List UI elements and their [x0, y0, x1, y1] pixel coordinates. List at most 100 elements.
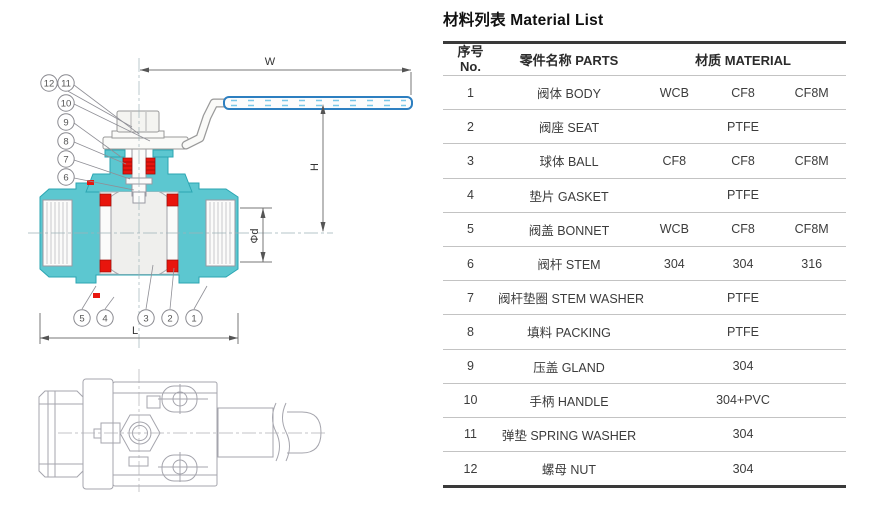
hex-nut	[116, 110, 160, 133]
table-row: 6 阀杆 STEM 304 304 316	[443, 245, 846, 280]
cell-no: 11	[464, 427, 477, 442]
cell-material: CF8M	[794, 85, 829, 100]
callout-8: 8	[57, 132, 75, 150]
cell-part: 螺母 NUT	[541, 463, 597, 478]
cell-material: CF8	[731, 85, 755, 100]
svg-text:2: 2	[167, 313, 172, 324]
callout-6: 6	[57, 168, 75, 186]
table-row: 2 阀座 SEAT PTFE	[443, 109, 846, 143]
cell-no: 12	[463, 461, 478, 476]
cell-material: CF8	[731, 153, 755, 168]
header-no-en: No.	[460, 58, 481, 74]
handle-rod	[181, 98, 231, 150]
table-row: 10 手柄 HANDLE 304+PVC	[443, 382, 846, 417]
valve-diagram: W H Φd L	[28, 56, 413, 492]
cell-material: PTFE	[727, 188, 759, 203]
cell-part: 压盖 GLAND	[533, 360, 605, 375]
table-row: 7 阀杆垫圈 STEM WASHER PTFE	[443, 280, 846, 314]
cell-material: WCB	[659, 222, 689, 237]
svg-text:12: 12	[44, 78, 55, 89]
svg-text:5: 5	[79, 313, 84, 324]
gland-flare-left	[104, 149, 126, 158]
table-row: 3 球体 BALL CF8 CF8 CF8M	[443, 143, 846, 177]
cell-material: PTFE	[727, 290, 759, 305]
cell-material: 316	[801, 256, 823, 271]
material-table: 序号 No. 零件名称 PARTS 材质 MATERIAL 1 阀体 BODY …	[443, 41, 846, 489]
callout-10: 10	[57, 94, 75, 112]
material-list-title: 材料列表 Material List	[443, 12, 604, 29]
svg-text:1: 1	[191, 313, 196, 324]
callout-leaders	[56, 84, 208, 310]
valve-cross-section: W H Φd L	[28, 56, 413, 350]
gasket-seals	[87, 180, 100, 298]
dimension-l: L	[39, 313, 239, 344]
table-row: 4 垫片 GASKET PTFE	[443, 177, 846, 212]
table-row: 5 阀盖 BONNET WCB CF8 CF8M	[443, 211, 846, 246]
dimension-bore: Φd	[240, 207, 272, 263]
packing	[122, 157, 156, 175]
svg-text:11: 11	[61, 78, 71, 89]
dimension-h: H	[309, 104, 326, 232]
callout-2: 2	[161, 309, 179, 327]
cell-material: 304	[663, 256, 685, 271]
cell-part: 阀盖 BONNET	[528, 223, 610, 238]
cell-part: 阀杆垫圈 STEM WASHER	[498, 292, 645, 307]
cell-material: 304+PVC	[716, 393, 770, 408]
dim-label-l: L	[132, 325, 138, 337]
cell-material: PTFE	[727, 324, 759, 339]
callout-7: 7	[57, 150, 75, 168]
svg-text:6: 6	[63, 172, 68, 183]
callout-9: 9	[57, 113, 75, 131]
cell-part: 弹垫 SPRING WASHER	[501, 428, 637, 443]
cell-material: CF8	[662, 153, 687, 168]
cell-material: CF8M	[794, 153, 829, 168]
svg-text:3: 3	[143, 313, 148, 324]
seat-seals	[99, 193, 179, 273]
table-header: 序号 No. 零件名称 PARTS 材质 MATERIAL	[443, 44, 846, 75]
dim-label-w: W	[265, 56, 276, 68]
cell-part: 阀杆 STEM	[537, 258, 601, 273]
cell-part: 垫片 GASKET	[529, 189, 609, 204]
material-list: 材料列表 Material List 序号 No. 零件名称 PARTS 材质 …	[443, 8, 846, 489]
table-row: 12 螺母 NUT 304	[443, 451, 846, 485]
cell-no: 4	[467, 188, 474, 203]
header-no-zh: 序号	[457, 44, 484, 60]
callout-5: 5	[73, 309, 91, 327]
dimension-w: W	[140, 56, 412, 95]
callouts: 12 11 10 9 8 7 6 5 4 3 2 1	[40, 74, 203, 327]
table-row: 8 填料 PACKING PTFE	[443, 314, 846, 348]
svg-text:9: 9	[63, 117, 68, 128]
cell-material: 304	[732, 461, 754, 476]
callout-1: 1	[185, 309, 203, 327]
cell-material: 304	[732, 256, 754, 271]
svg-text:8: 8	[63, 136, 68, 147]
cell-no: 7	[467, 290, 474, 305]
callout-4: 4	[96, 309, 114, 327]
cell-material: CF8	[731, 222, 755, 237]
cell-part: 球体 BALL	[539, 155, 599, 170]
table-row: 9 压盖 GLAND 304	[443, 348, 846, 383]
valve-diagram-area: W H Φd L	[28, 56, 413, 492]
cell-no: 8	[467, 324, 474, 339]
centerlines	[28, 58, 333, 350]
cell-material: 304	[732, 359, 754, 374]
cell-material: 304	[732, 427, 754, 442]
cell-no: 2	[467, 119, 474, 134]
dim-label-bore: Φd	[249, 229, 261, 244]
header-material: 材质 MATERIAL	[695, 53, 791, 68]
cell-part: 阀体 BODY	[537, 87, 601, 102]
svg-text:10: 10	[61, 98, 72, 109]
header-parts: 零件名称 PARTS	[519, 53, 619, 68]
handle-grip	[223, 96, 413, 110]
callout-11: 11	[57, 74, 75, 92]
cell-no: 6	[467, 256, 474, 271]
cell-material: WCB	[659, 85, 689, 100]
cell-part: 手柄 HANDLE	[529, 394, 609, 409]
cell-part: 填料 PACKING	[527, 326, 611, 341]
cell-material: PTFE	[727, 119, 759, 134]
gland-flare-right	[152, 149, 174, 158]
table-row: 1 阀体 BODY WCB CF8 CF8M	[443, 75, 846, 109]
cell-part: 阀座 SEAT	[538, 121, 600, 136]
cell-material: CF8M	[794, 222, 829, 237]
cell-no: 9	[467, 359, 474, 374]
